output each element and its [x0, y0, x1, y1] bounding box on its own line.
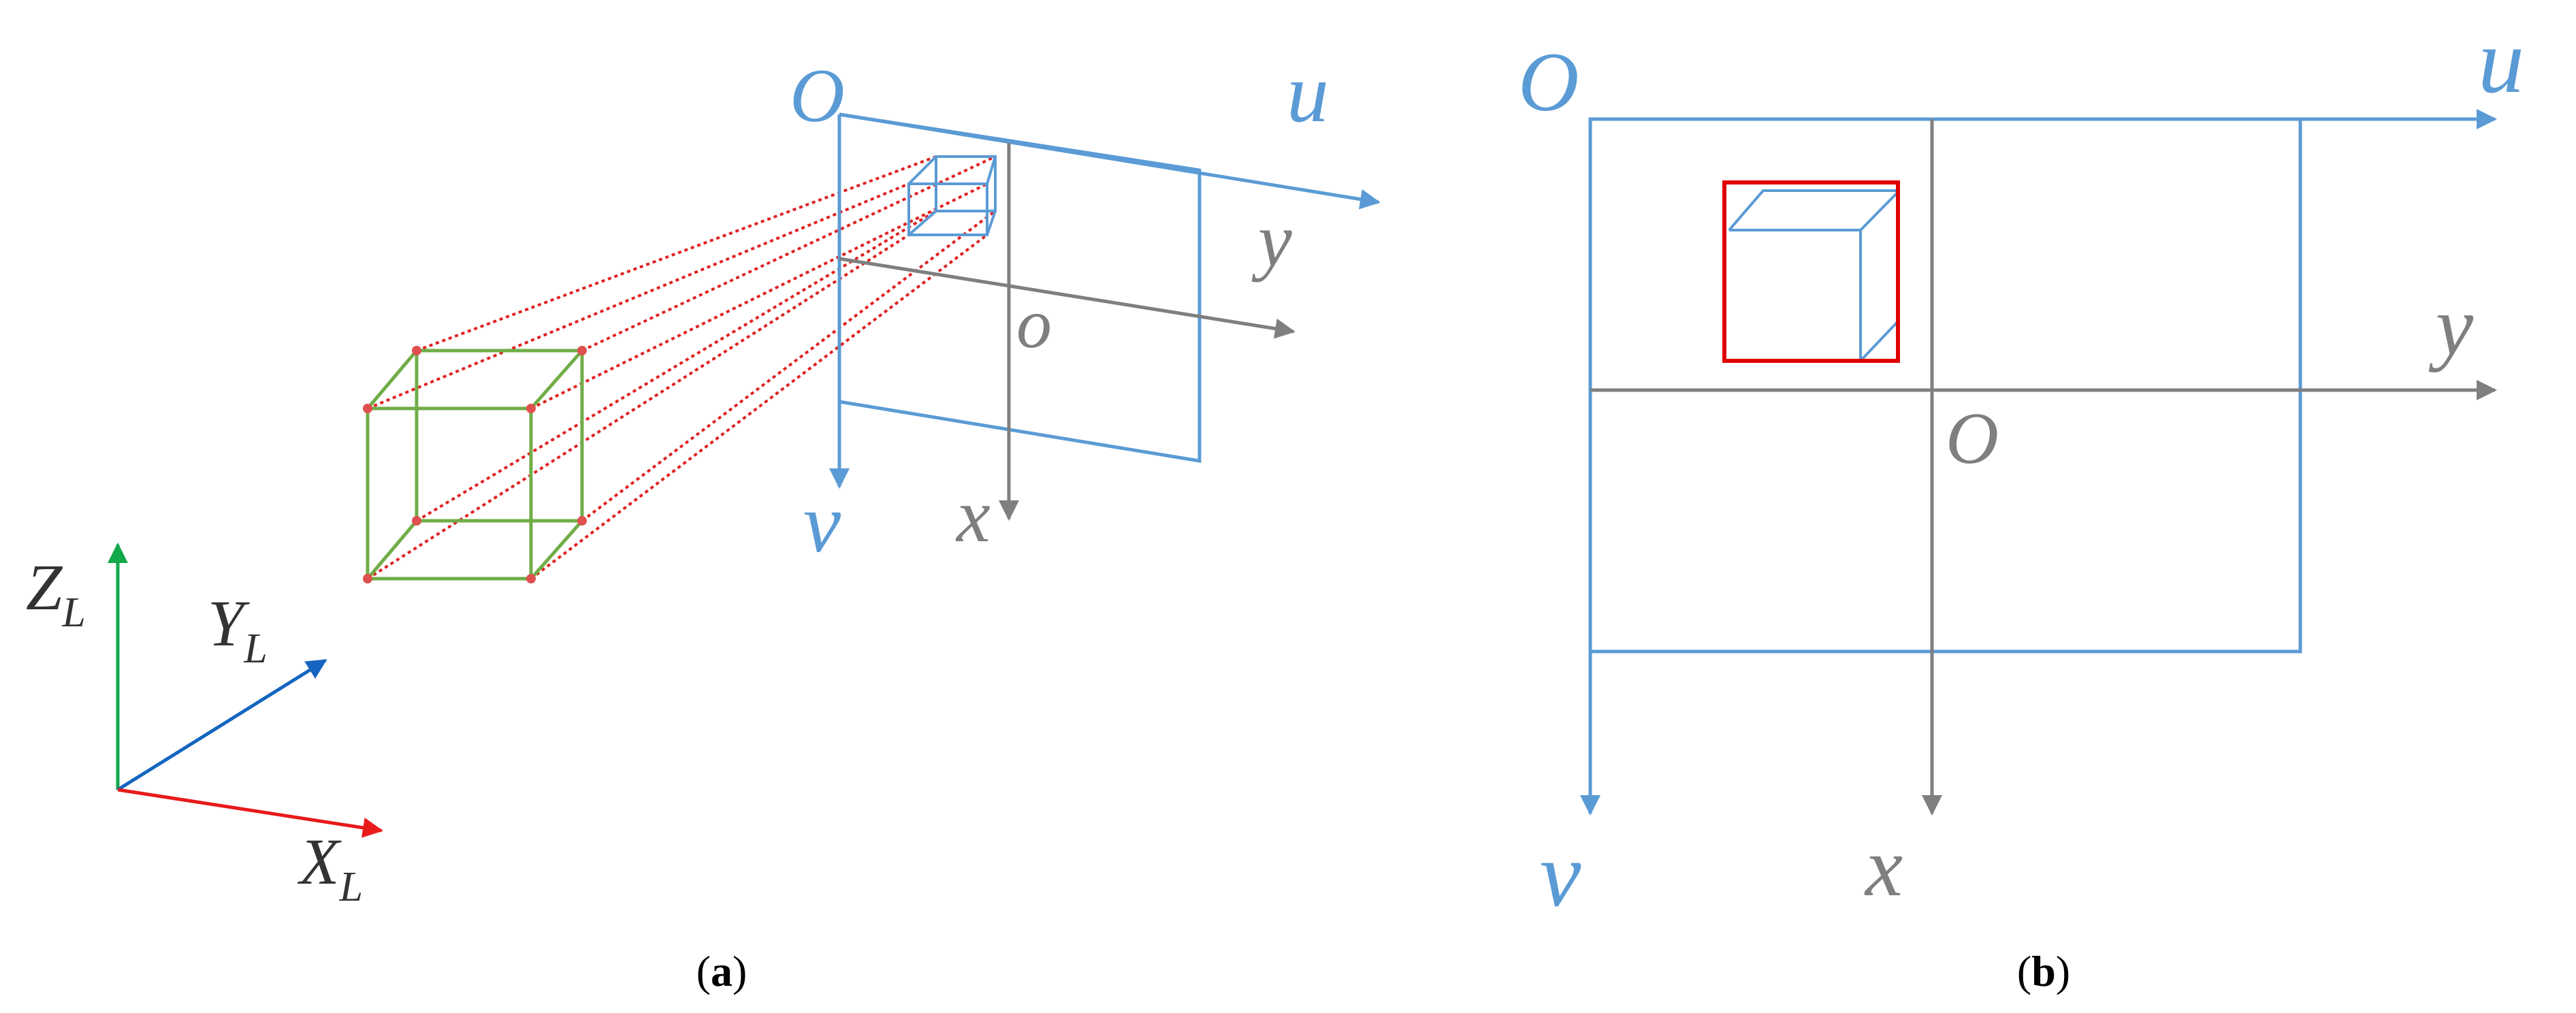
image-axis-u	[839, 112, 1381, 210]
label-image-origin: O	[1518, 35, 1579, 129]
label-plane-y: y	[1251, 198, 1292, 283]
world-axis-x	[117, 788, 383, 838]
image-plane-rect	[1588, 117, 2302, 654]
label-image-u: u	[2478, 10, 2524, 112]
cube-vertices	[363, 346, 587, 583]
label-plane-origin: O	[1946, 398, 1999, 479]
label-image-origin: O	[790, 54, 845, 138]
label-image-u: u	[1287, 46, 1329, 140]
caption-b: (b)	[2017, 947, 2070, 995]
label-world-y: YL	[208, 587, 268, 672]
label-plane-x: x	[1864, 820, 1903, 914]
world-axis-y	[116, 658, 327, 792]
caption-a: (a)	[696, 947, 747, 995]
label-world-z: ZL	[26, 551, 86, 636]
plane-axis-y	[839, 257, 1295, 339]
label-plane-x: x	[955, 474, 991, 558]
label-plane-origin: o	[1016, 285, 1052, 363]
label-world-x: XL	[297, 825, 363, 910]
cube-3d	[366, 349, 584, 581]
panel-b: O u v O y x (b)	[1518, 10, 2524, 995]
label-image-v: v	[803, 477, 841, 570]
projection-rays	[366, 155, 997, 580]
label-image-v: v	[1540, 824, 1581, 926]
projected-cube	[1728, 189, 1901, 362]
panel-a: O u v o y x ZL YL XL (a)	[26, 46, 1381, 995]
label-plane-y: y	[2428, 279, 2474, 372]
bounding-box	[1722, 180, 1900, 363]
projected-cube-small	[907, 155, 997, 236]
